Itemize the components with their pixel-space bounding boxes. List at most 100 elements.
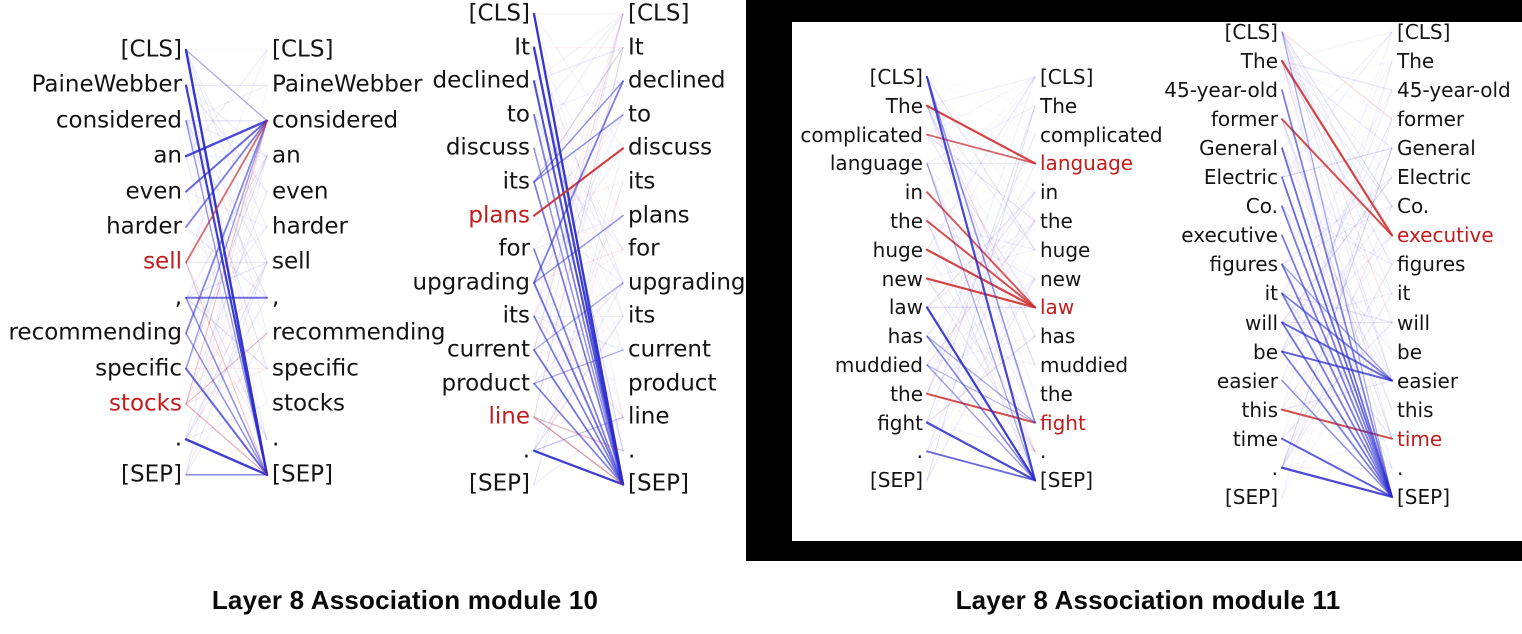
attention-line bbox=[185, 403, 268, 476]
attention-line bbox=[185, 119, 268, 335]
attention-line bbox=[533, 147, 624, 217]
attention-line bbox=[185, 120, 268, 440]
token-left-module-10-sentence-1-0: [CLS] bbox=[120, 36, 182, 63]
attention-line bbox=[533, 248, 624, 486]
attention-line bbox=[185, 261, 268, 299]
attention-line bbox=[185, 120, 268, 263]
token-right-module-10-sentence-2-0: [CLS] bbox=[628, 0, 690, 27]
token-right-module-10-sentence-2-9: its bbox=[628, 302, 656, 329]
attention-line bbox=[186, 192, 267, 263]
attention-line bbox=[185, 120, 268, 299]
attention-line bbox=[533, 80, 624, 351]
attention-line bbox=[533, 282, 624, 351]
token-left-module-10-sentence-2-8: upgrading bbox=[412, 269, 531, 296]
attention-line bbox=[533, 215, 624, 351]
attention-line bbox=[533, 147, 624, 217]
token-right-module-10-sentence-2-1: It bbox=[628, 34, 644, 61]
token-right-module-10-sentence-1-5: harder bbox=[272, 213, 348, 240]
token-left-module-10-sentence-1-10: stocks bbox=[108, 390, 182, 417]
attention-line bbox=[533, 282, 624, 418]
attention-line bbox=[185, 119, 268, 264]
attention-line bbox=[186, 262, 267, 439]
token-left-module-10-sentence-1-12: [SEP] bbox=[121, 461, 182, 488]
token-left-module-10-sentence-2-3: to bbox=[506, 101, 530, 128]
attention-line bbox=[533, 315, 624, 351]
attention-line bbox=[184, 84, 269, 476]
attention-line bbox=[533, 114, 624, 317]
attention-line bbox=[185, 84, 268, 122]
token-left-module-10-sentence-2-14: [SEP] bbox=[469, 470, 530, 497]
attention-line bbox=[185, 297, 268, 440]
token-left-module-10-sentence-1-7: , bbox=[174, 284, 182, 311]
attention-line bbox=[184, 48, 269, 476]
attention-line bbox=[185, 120, 268, 263]
caption-module-11: Layer 8 Association module 11 bbox=[955, 585, 1341, 615]
attention-line bbox=[185, 84, 268, 476]
attention-line bbox=[533, 147, 624, 486]
token-left-module-10-sentence-2-12: line bbox=[488, 403, 530, 430]
attention-line bbox=[533, 46, 624, 82]
attention-line bbox=[185, 332, 268, 476]
caption-module-10: Layer 8 Association module 10 bbox=[211, 585, 599, 615]
attention-line bbox=[533, 315, 624, 486]
attention-line bbox=[185, 120, 268, 476]
attention-line bbox=[185, 120, 268, 476]
token-right-module-10-sentence-2-14: [SEP] bbox=[628, 470, 689, 497]
attention-line bbox=[533, 416, 624, 485]
token-right-module-10-sentence-1-7: , bbox=[272, 284, 280, 311]
attention-line bbox=[533, 13, 624, 351]
attention-line bbox=[533, 114, 624, 250]
attention-line bbox=[185, 191, 268, 405]
attention-line bbox=[185, 155, 268, 370]
attention-line bbox=[185, 49, 268, 263]
attention-line bbox=[533, 282, 624, 385]
attention-line bbox=[533, 181, 624, 485]
attention-line bbox=[533, 215, 624, 351]
attention-line bbox=[533, 13, 624, 317]
attention-line bbox=[185, 367, 268, 476]
attention-line bbox=[533, 147, 624, 284]
attention-line bbox=[185, 297, 268, 370]
attention-line bbox=[185, 49, 268, 263]
attention-line bbox=[185, 49, 268, 122]
attention-line bbox=[185, 297, 268, 440]
attention-line bbox=[185, 120, 268, 370]
attention-line bbox=[185, 49, 268, 228]
token-left-module-10-sentence-1-11: . bbox=[174, 425, 182, 452]
attention-line bbox=[533, 181, 624, 486]
attention-line bbox=[185, 191, 268, 228]
attention-line bbox=[533, 181, 624, 486]
attention-line bbox=[533, 47, 624, 183]
token-right-module-10-sentence-1-9: specific bbox=[272, 355, 359, 382]
attention-line bbox=[534, 81, 623, 148]
attention-line bbox=[533, 13, 624, 385]
attention-line bbox=[533, 13, 624, 351]
attention-line bbox=[185, 155, 268, 334]
attention-line bbox=[185, 120, 268, 476]
attention-line bbox=[533, 382, 624, 486]
attention-line bbox=[533, 113, 624, 486]
attention-line bbox=[533, 214, 624, 284]
attention-line bbox=[533, 248, 624, 317]
token-left-module-10-sentence-2-5: its bbox=[502, 168, 530, 195]
attention-line bbox=[532, 147, 625, 217]
attention-line bbox=[533, 114, 624, 351]
attention-line bbox=[533, 282, 624, 385]
attention-line bbox=[533, 47, 624, 284]
attention-line bbox=[533, 80, 624, 217]
attention-line bbox=[185, 155, 268, 299]
token-left-module-10-sentence-2-13: . bbox=[522, 437, 530, 464]
attention-line bbox=[185, 296, 268, 476]
token-right-module-10-sentence-2-8: upgrading bbox=[628, 269, 746, 296]
token-right-module-10-sentence-1-10: stocks bbox=[272, 390, 346, 417]
attention-line bbox=[185, 261, 268, 405]
token-right-module-10-sentence-1-2: considered bbox=[272, 107, 399, 134]
token-right-module-10-sentence-1-11: . bbox=[272, 425, 280, 452]
attention-line bbox=[185, 332, 268, 405]
attention-line bbox=[185, 403, 268, 476]
attention-line bbox=[533, 13, 624, 418]
attention-line bbox=[534, 316, 623, 383]
token-left-module-10-sentence-2-1: It bbox=[514, 34, 530, 61]
attention-line bbox=[185, 155, 268, 263]
